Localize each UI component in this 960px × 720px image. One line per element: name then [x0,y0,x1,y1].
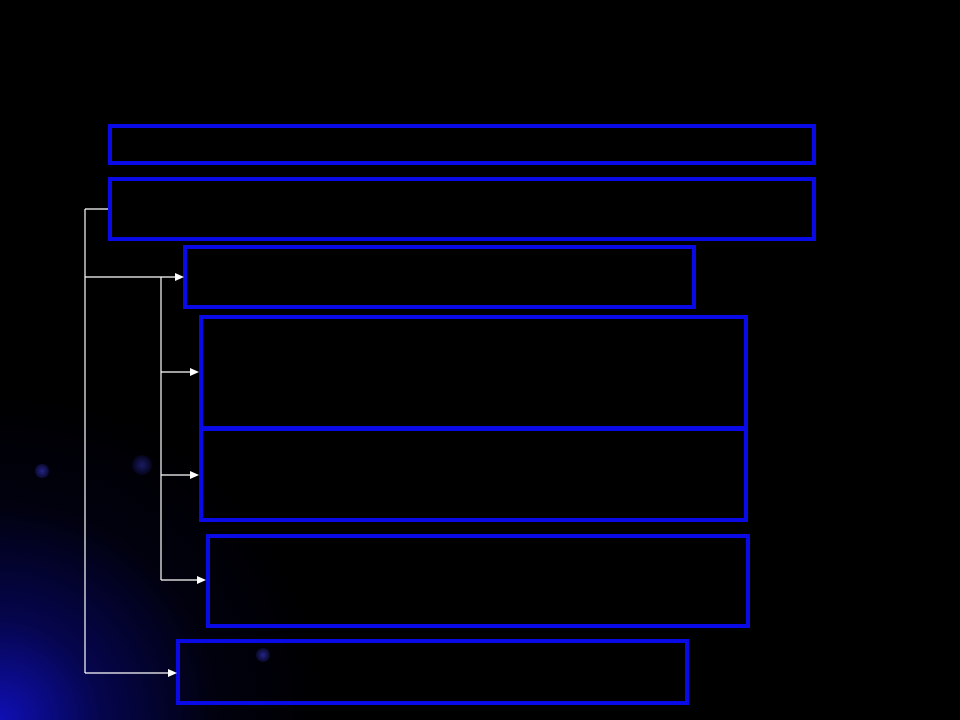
arrowhead-icon [197,576,206,584]
arrowhead-icon [190,471,199,479]
decorative-bubble [256,648,270,662]
arrowhead-icon [190,368,199,376]
top-title-box [108,124,816,165]
arrowhead-icon [175,273,184,281]
arrowhead-icon [168,669,177,677]
bottom-branch-box [176,639,689,705]
sub-branch-box [206,534,750,628]
decorative-bubble [132,455,152,475]
decorative-bubble [35,464,49,478]
branch-box [183,245,696,309]
root-box [108,177,816,241]
sub-branch-box [199,427,748,522]
